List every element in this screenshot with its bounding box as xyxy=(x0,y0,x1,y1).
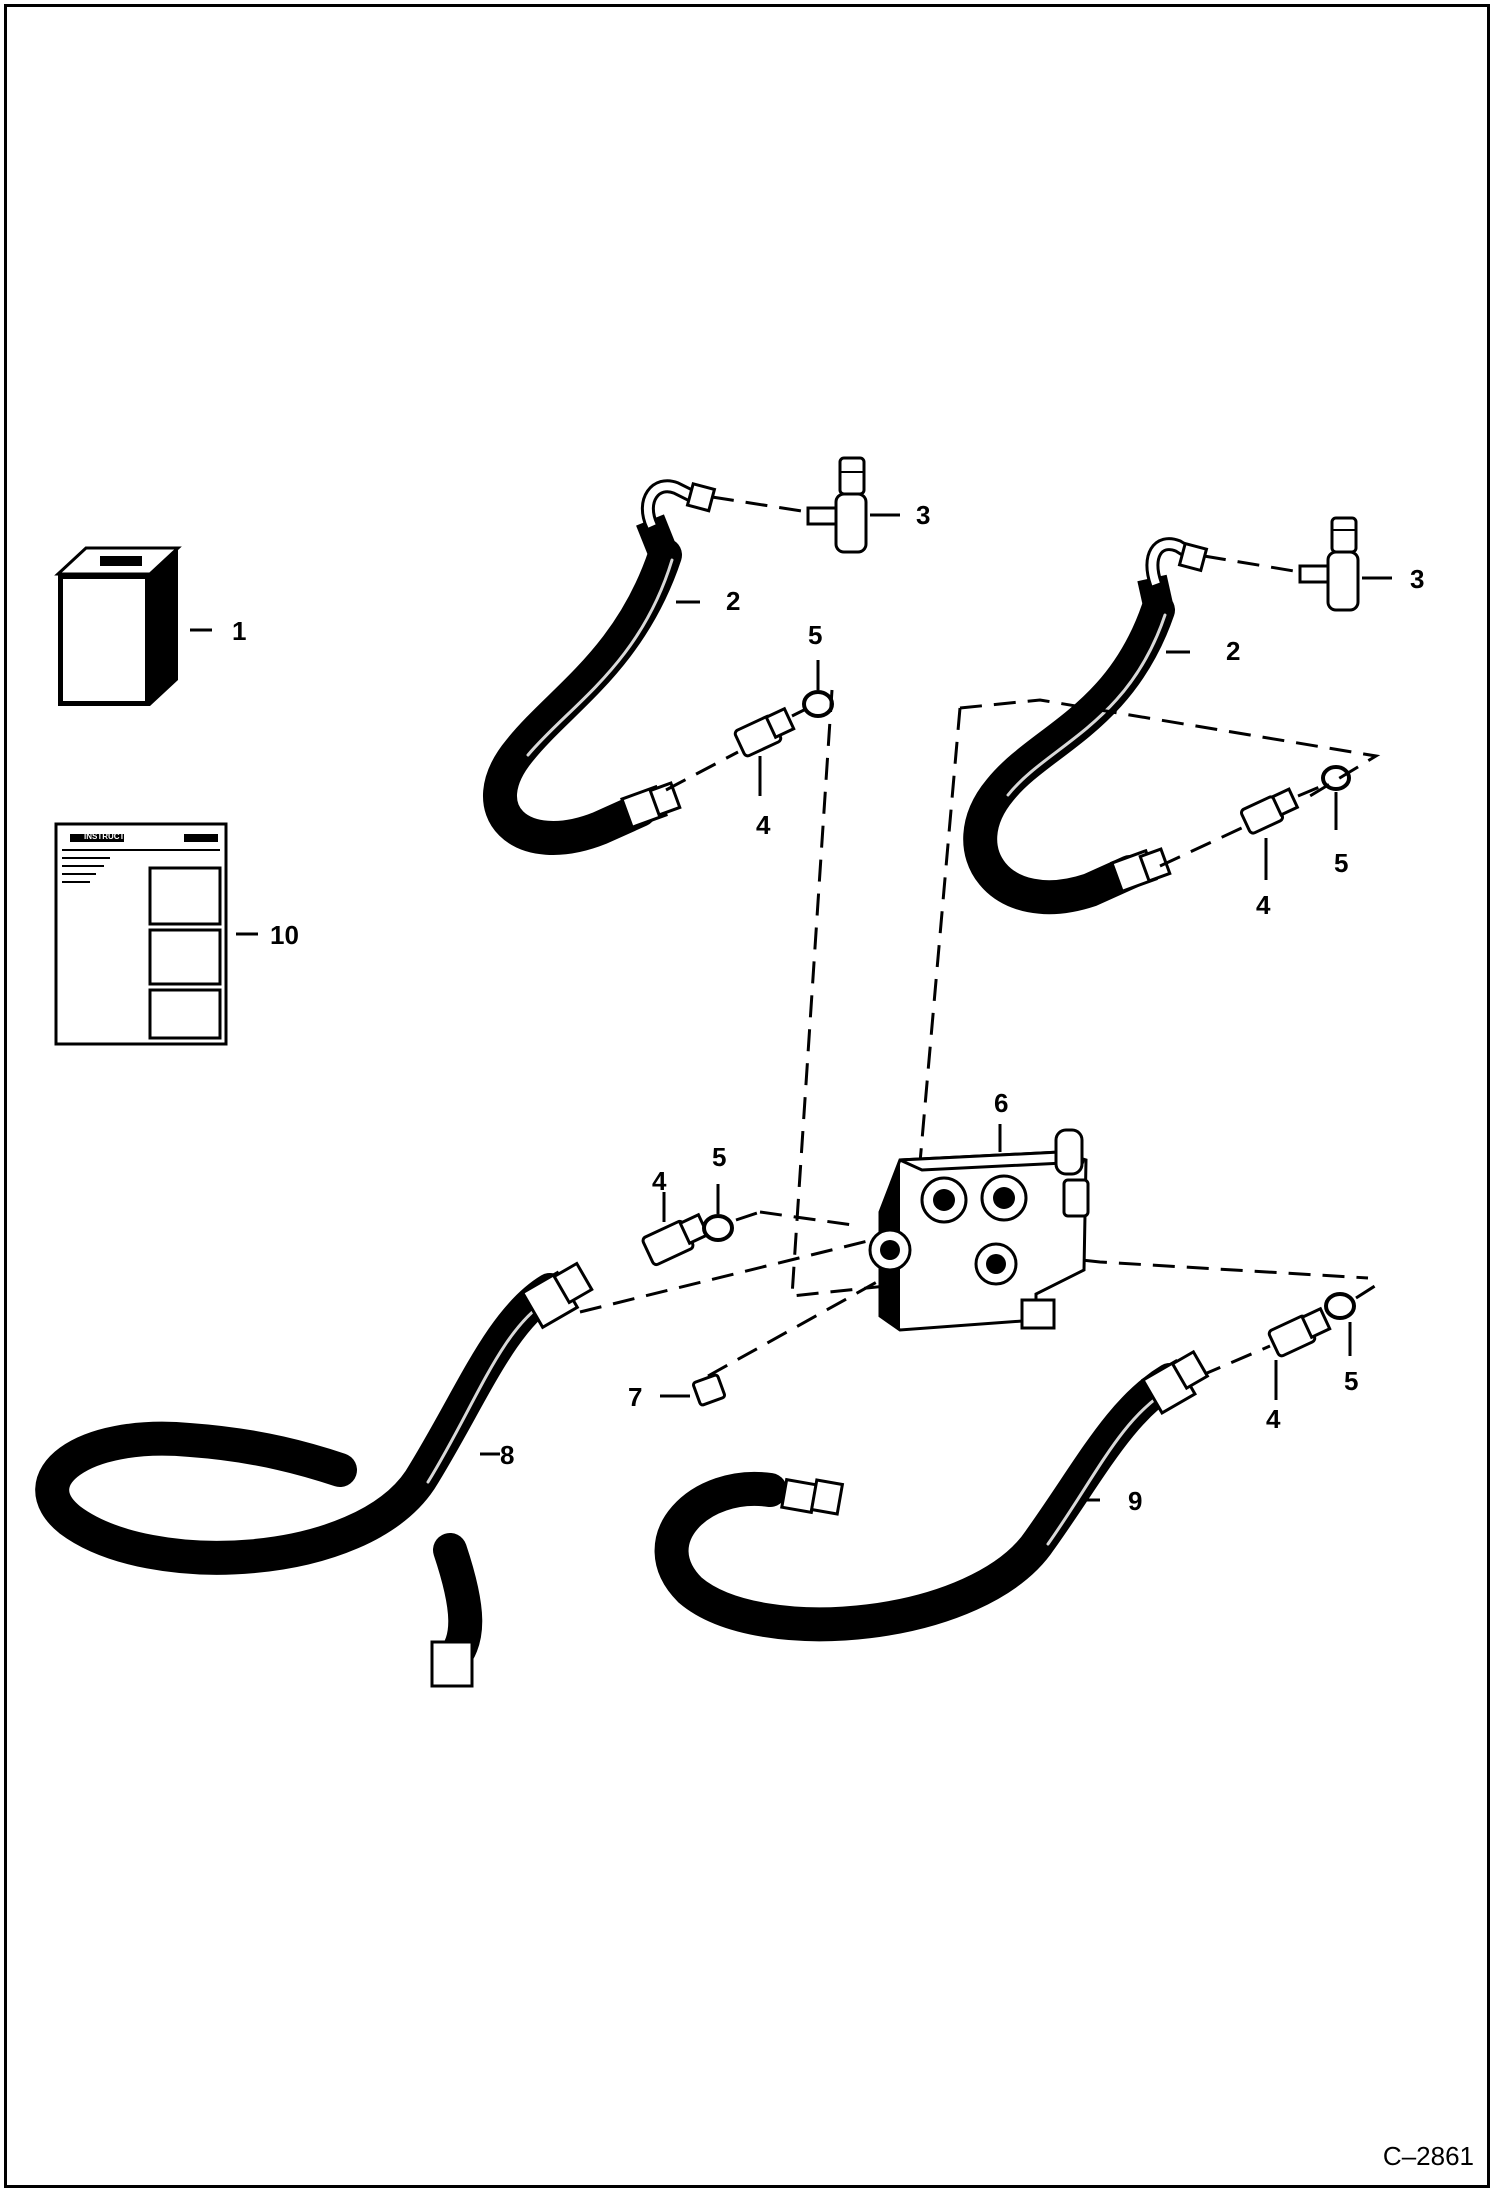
item-2-hose-left xyxy=(483,479,717,855)
callout-5-a: 5 xyxy=(808,620,822,650)
callout-2-left: 2 xyxy=(726,586,740,616)
item-5-oring-a xyxy=(791,660,834,718)
callout-9: 9 xyxy=(1128,1486,1142,1516)
callout-2-right: 2 xyxy=(1226,636,1240,666)
callout-6: 6 xyxy=(994,1088,1008,1118)
item-3-tee-right xyxy=(1203,516,1392,612)
item-6-valve-block xyxy=(868,1124,1090,1332)
callout-4-a: 4 xyxy=(756,810,771,840)
item-10-instruction-sheet: INSTRUCTIONS xyxy=(54,822,228,1046)
callout-4-b: 4 xyxy=(1256,890,1271,920)
item-4-adapter-d xyxy=(1267,1306,1332,1400)
sheet-heading: INSTRUCTIONS xyxy=(84,832,145,841)
item-9-hose xyxy=(654,1349,1210,1642)
item-5-oring-c xyxy=(702,1184,761,1242)
item-4-adapter-b xyxy=(1159,787,1300,880)
callout-5-c: 5 xyxy=(712,1142,726,1172)
callout-3-left: 3 xyxy=(916,500,930,530)
callout-10: 10 xyxy=(270,920,299,950)
callout-labels: 1 2 2 3 3 4 4 4 4 5 5 5 5 6 7 8 9 10 xyxy=(232,500,1424,1516)
callout-3-right: 3 xyxy=(1410,564,1424,594)
page-border xyxy=(4,4,1490,2188)
item-5-oring-d xyxy=(1324,1282,1379,1356)
callout-7: 7 xyxy=(628,1382,642,1412)
item-3-tee-left xyxy=(711,456,900,554)
item-7-plug xyxy=(660,1373,726,1407)
item-1-decal-box xyxy=(54,546,182,706)
item-2-hose-right xyxy=(963,537,1209,915)
item-5-oring-b xyxy=(1297,765,1351,830)
callout-5-d: 5 xyxy=(1344,1366,1358,1396)
item-4-adapter-c xyxy=(641,1192,710,1267)
callout-5-b: 5 xyxy=(1334,848,1348,878)
callout-4-d: 4 xyxy=(1266,1404,1281,1434)
callout-4-c: 4 xyxy=(652,1166,667,1196)
figure-id: C–2861 xyxy=(1382,2141,1474,2171)
callout-1: 1 xyxy=(232,616,246,646)
item-8-long-hose xyxy=(35,1261,594,1688)
callout-8: 8 xyxy=(500,1440,514,1470)
assembly-dashed-lines xyxy=(579,689,1381,1378)
item-4-adapter-a xyxy=(665,706,796,796)
